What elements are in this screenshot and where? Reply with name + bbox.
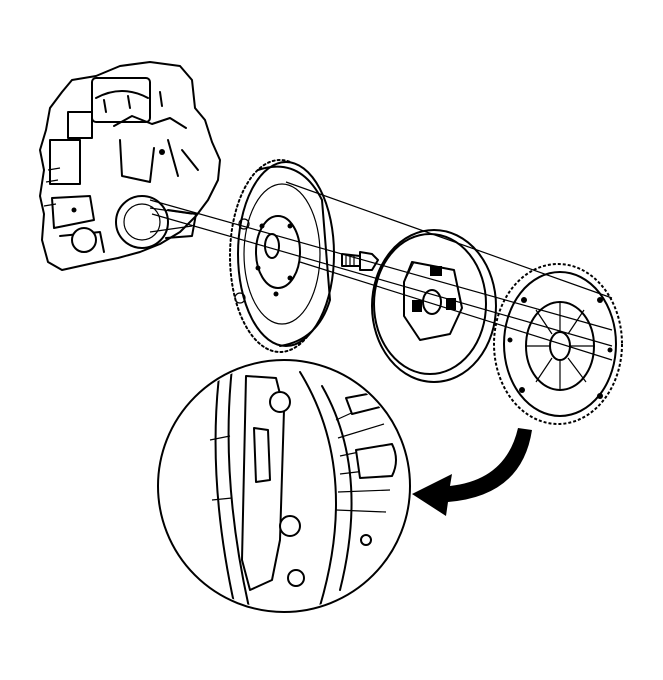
alignment-lines <box>149 181 613 361</box>
pressure-plate <box>493 263 623 425</box>
clutch-disc <box>371 229 497 383</box>
engine-block <box>39 61 221 271</box>
flywheel <box>229 159 335 353</box>
flywheel-bolt <box>341 251 379 271</box>
detail-magnifier <box>157 359 411 613</box>
curved-arrow-icon <box>412 428 532 516</box>
